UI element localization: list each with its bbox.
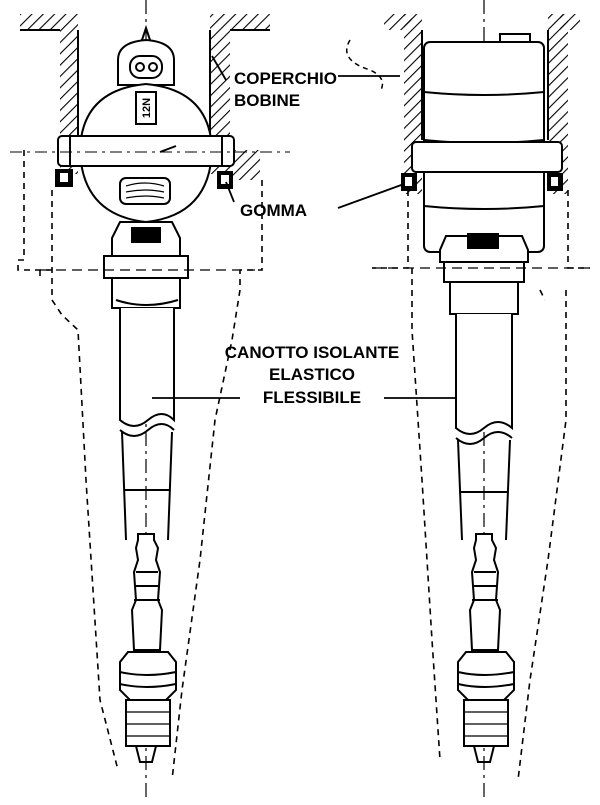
left-spark-plug [119,533,177,763]
right-sleeve [455,314,513,541]
right-cover-dashed [346,39,384,93]
cap-marking: 12N [141,98,153,118]
right-connector [372,233,590,315]
right-spark-plug [457,533,515,763]
left-sleeve [115,299,179,541]
right-assembly [346,0,590,800]
left-envelope-dashed [17,150,263,781]
labels: COPERCHIO BOBINE GOMMA CANOTTO ISOLANTE … [225,69,399,407]
label-gomma: GOMMA [240,201,307,220]
label-elastico: ELASTICO [269,365,355,384]
label-canotto: CANOTTO ISOLANTE [225,343,399,362]
left-cap-knob [117,24,175,86]
left-coil-band [10,135,290,189]
label-bobine: BOBINE [234,91,300,110]
right-coil-body [401,33,563,253]
label-flessibile: FLESSIBILE [263,388,361,407]
left-assembly: 12N [10,0,290,800]
left-connector [40,221,255,309]
leader-lines [152,55,456,399]
label-coperchio: COPERCHIO [234,69,337,88]
